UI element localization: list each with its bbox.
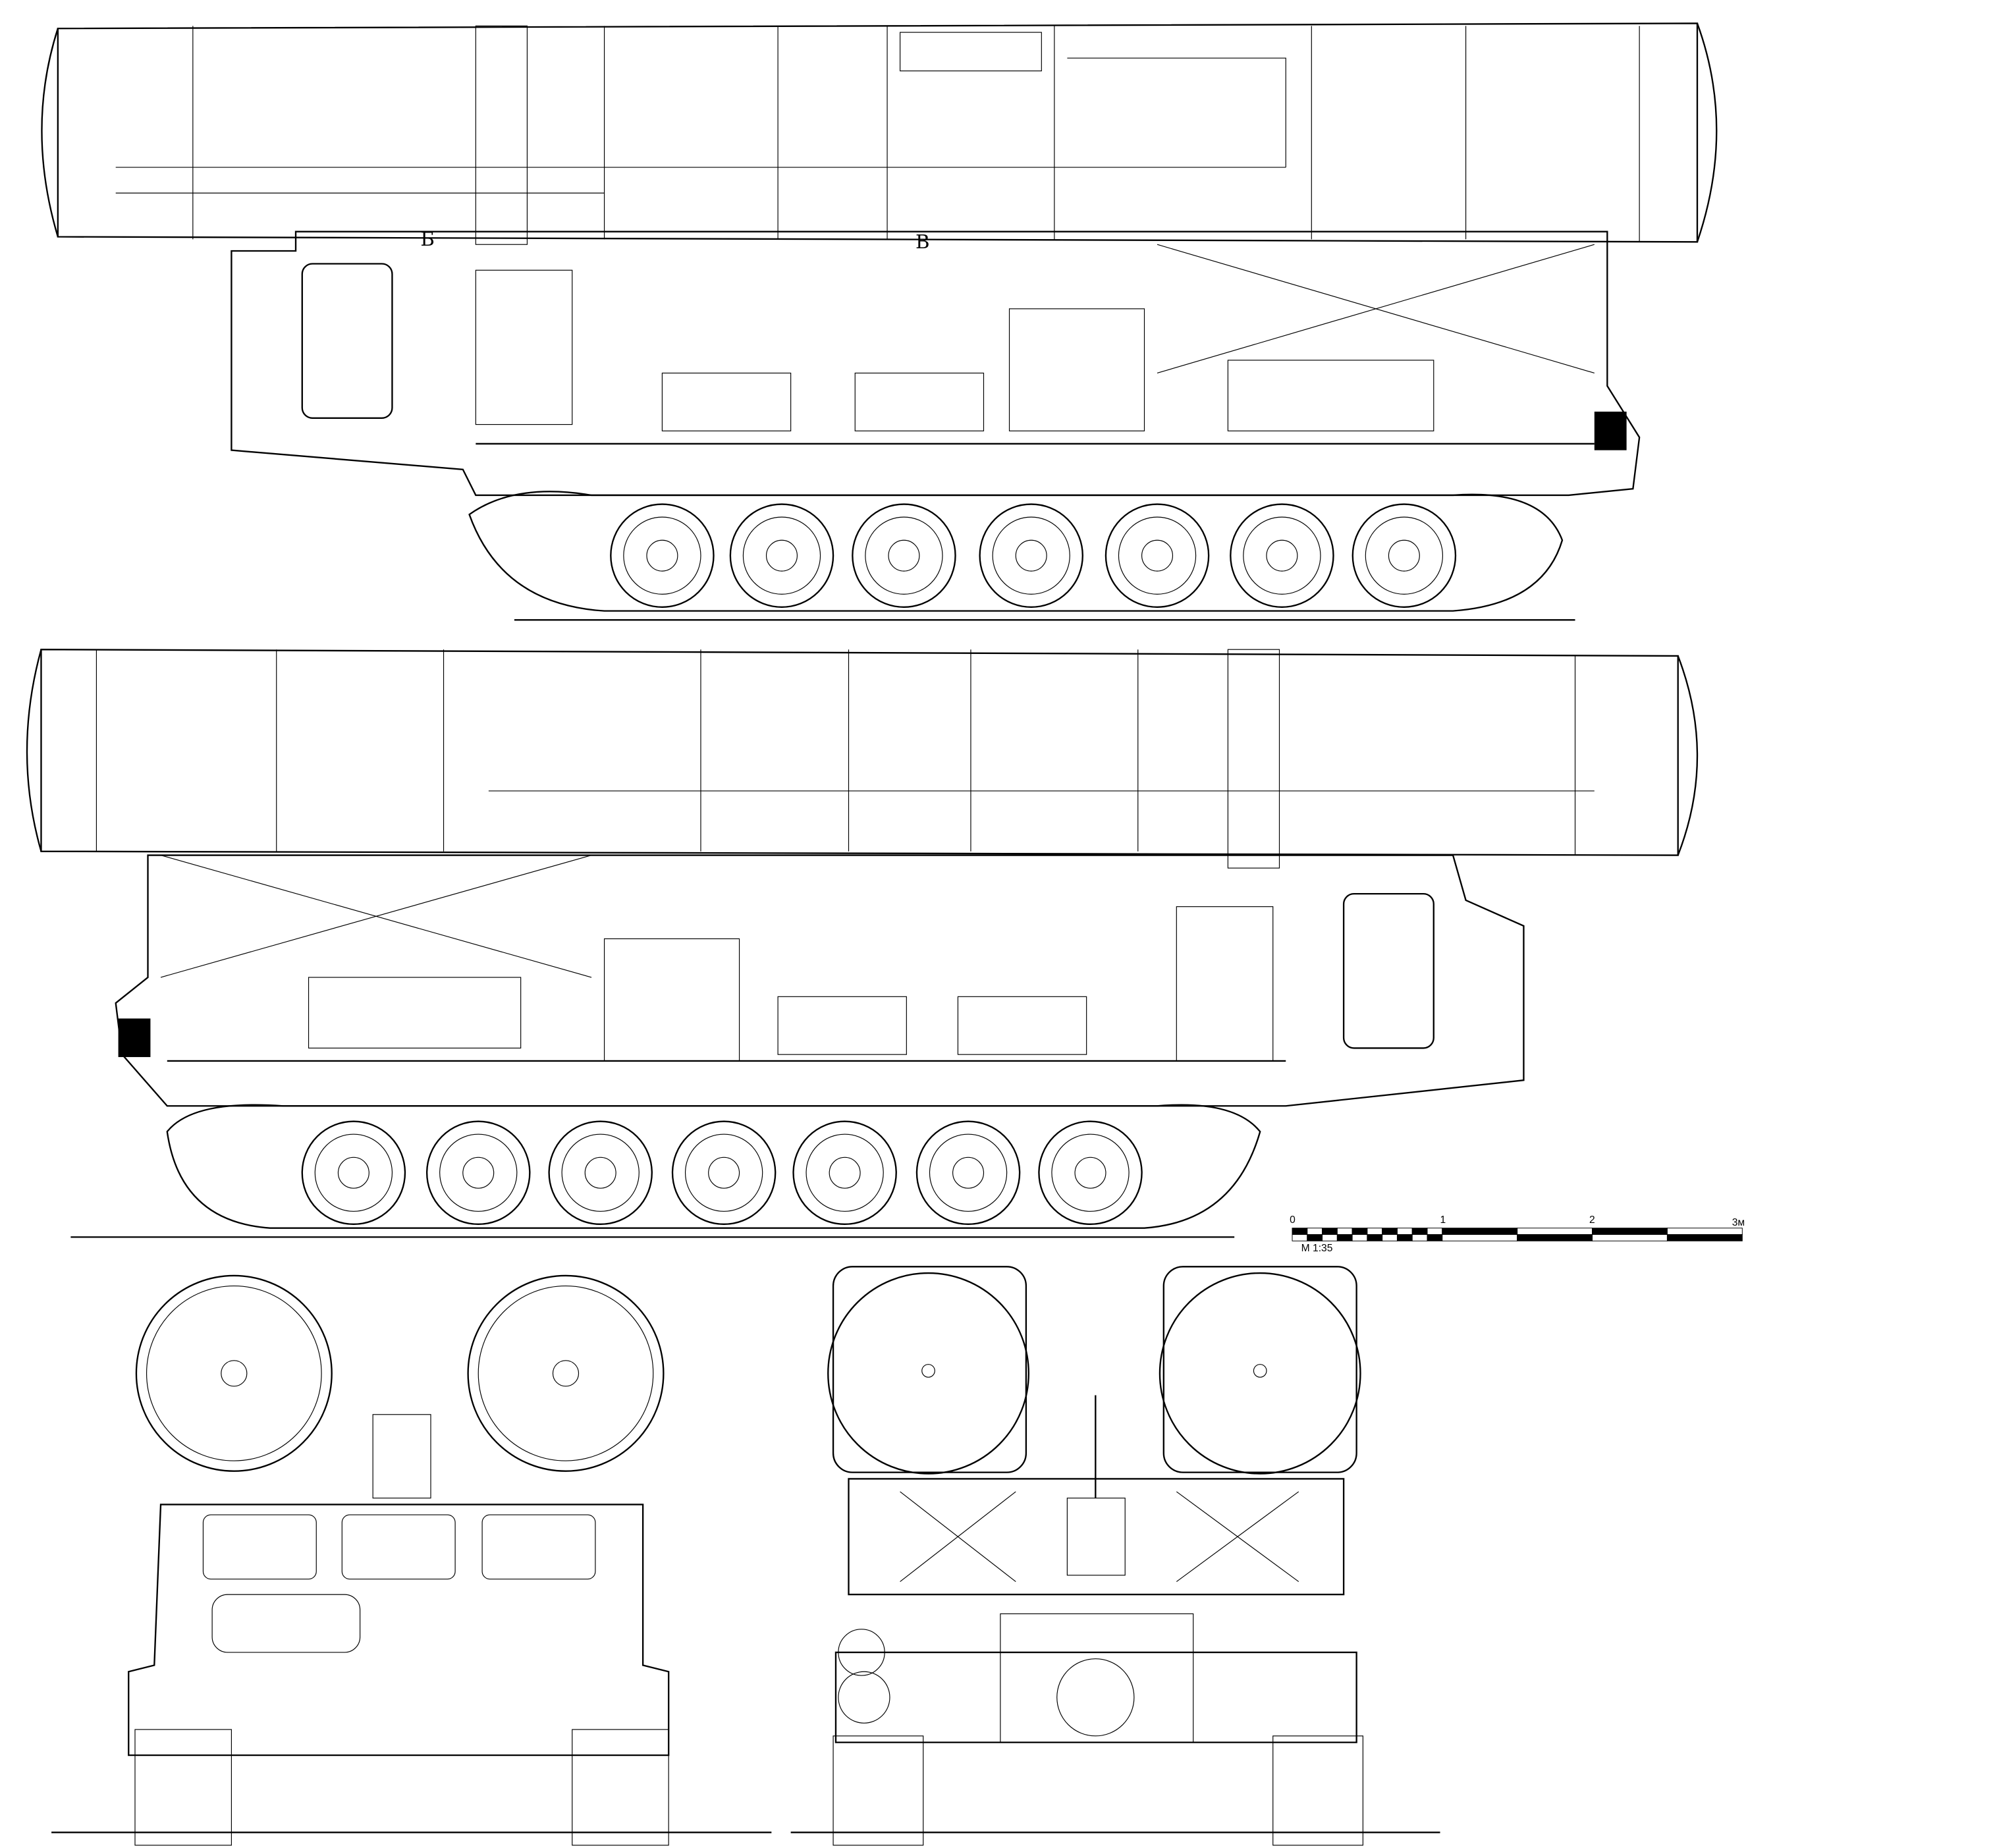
- wheel-hub: [1015, 539, 1047, 572]
- wheel-hub: [888, 539, 920, 572]
- scale-segment: [1396, 1234, 1413, 1241]
- wheel-hub: [742, 516, 821, 595]
- scale-segment: [1322, 1234, 1338, 1241]
- container-end-cap-left: [41, 28, 59, 237]
- scale-segment: [1292, 1228, 1308, 1235]
- road-wheels-2: [301, 1120, 1143, 1226]
- wheel-hub: [623, 516, 701, 595]
- cab-door: [301, 263, 393, 419]
- wheel-hub: [1243, 516, 1321, 595]
- road-wheels: [610, 503, 1457, 608]
- wheel-hub: [314, 1133, 393, 1212]
- wheel-hub: [829, 1156, 861, 1189]
- scale-segment: [1351, 1234, 1368, 1241]
- wheel-hub: [805, 1133, 884, 1212]
- scale-segment: [1427, 1234, 1443, 1241]
- wheel-hub: [684, 1133, 763, 1212]
- front-view: [790, 1266, 1440, 1846]
- wheel-hub: [1118, 516, 1197, 595]
- road-wheel: [852, 503, 956, 608]
- scale-tick-0: 0: [1290, 1214, 1296, 1226]
- road-wheel: [671, 1120, 777, 1226]
- road-wheel: [915, 1120, 1021, 1226]
- missile-container-top: [57, 22, 1699, 243]
- road-wheel: [1230, 503, 1334, 608]
- wheel-hub: [708, 1156, 740, 1189]
- scale-segment: [1592, 1228, 1668, 1235]
- container-end-cap-right: [1696, 23, 1718, 242]
- missile-container-bottom: [40, 649, 1679, 856]
- scale-segment: [1517, 1234, 1593, 1241]
- wheel-hub: [337, 1156, 369, 1189]
- scale-segment: [1292, 1234, 1308, 1241]
- road-wheel: [301, 1120, 406, 1226]
- scale-segment: [1336, 1228, 1353, 1235]
- wheel-hub: [765, 539, 798, 572]
- road-wheel: [610, 503, 715, 608]
- wheel-hub: [1141, 539, 1174, 572]
- scale-segment: [1411, 1234, 1428, 1241]
- scale-segment: [1396, 1228, 1413, 1235]
- road-wheel: [425, 1120, 531, 1226]
- side-view-right: Б В: [41, 22, 1718, 621]
- scale-segment: [1367, 1234, 1383, 1241]
- wheel-hub: [929, 1133, 1008, 1212]
- scale-segment: [1666, 1228, 1743, 1235]
- scale-bar: 0 1 2 3м М 1:35: [1290, 1214, 1745, 1254]
- wheel-hub: [439, 1133, 518, 1212]
- road-wheel: [979, 503, 1083, 608]
- scale-segment: [1336, 1234, 1353, 1241]
- wheel-hub: [584, 1156, 616, 1189]
- wheel-hub: [1388, 539, 1420, 572]
- rear-view: [51, 1274, 772, 1846]
- road-wheel: [1038, 1120, 1143, 1226]
- scale-segment: [1517, 1228, 1593, 1235]
- scale-tick-3: 3м: [1732, 1217, 1745, 1228]
- scale-tick-1: 1: [1440, 1214, 1446, 1226]
- scale-segment: [1322, 1228, 1338, 1235]
- chassis-body: [231, 231, 1641, 497]
- wheel-hub: [992, 516, 1070, 595]
- scale-segment: [1442, 1234, 1518, 1241]
- road-wheel: [1105, 503, 1210, 608]
- road-wheel: [792, 1120, 897, 1226]
- scale-segment: [1382, 1228, 1398, 1235]
- wheel-hub: [1051, 1133, 1130, 1212]
- scale-segment: [1592, 1234, 1668, 1241]
- road-wheel: [548, 1120, 653, 1226]
- marker-v: В: [915, 231, 930, 253]
- scale-segment: [1307, 1234, 1323, 1241]
- chassis-body-2: [115, 854, 1525, 1107]
- scale-segment: [1382, 1234, 1398, 1241]
- scale-segment: [1411, 1228, 1428, 1235]
- wheel-hub: [1074, 1156, 1106, 1189]
- wheel-hub: [646, 539, 678, 572]
- scale-tick-2: 2: [1589, 1214, 1595, 1226]
- road-wheel: [729, 503, 834, 608]
- marker-b: Б: [420, 228, 435, 250]
- scale-segment: [1351, 1228, 1368, 1235]
- wheel-hub: [1365, 516, 1444, 595]
- side-view-left: [26, 649, 1699, 1238]
- track-top: [468, 491, 1564, 612]
- scale-segment: [1367, 1228, 1383, 1235]
- wheel-hub: [865, 516, 943, 595]
- scale-segment: [1307, 1228, 1323, 1235]
- scale-label: М 1:35: [1301, 1243, 1333, 1254]
- scale-segment: [1427, 1228, 1443, 1235]
- road-wheel: [1351, 503, 1457, 608]
- scale-segment: [1666, 1234, 1743, 1241]
- wheel-hub: [1266, 539, 1298, 572]
- scale-segment: [1442, 1228, 1518, 1235]
- wheel-hub: [561, 1133, 640, 1212]
- wheel-hub: [952, 1156, 985, 1189]
- wheel-hub: [462, 1156, 495, 1189]
